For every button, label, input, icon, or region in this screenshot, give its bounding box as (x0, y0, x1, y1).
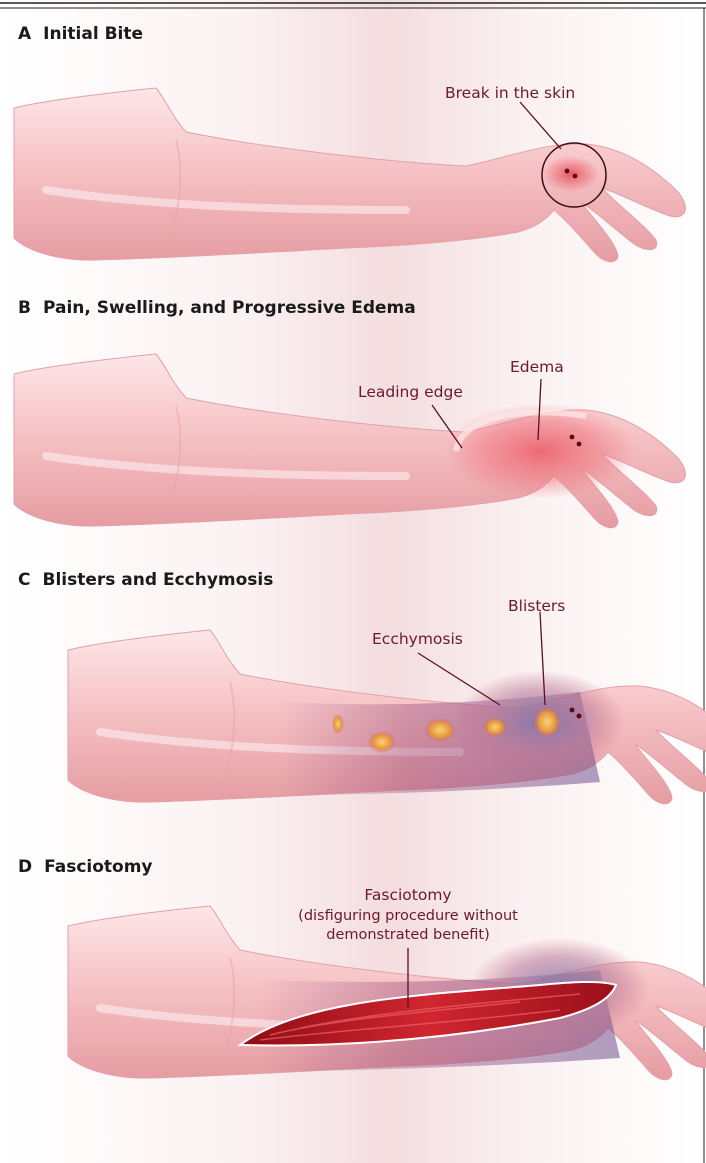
label-leading-edge: Leading edge (358, 383, 463, 401)
blister (424, 718, 456, 742)
blister (368, 731, 396, 753)
label-edema: Edema (510, 358, 564, 376)
fang-mark-icon (577, 442, 582, 447)
label-ecchymosis: Ecchymosis (372, 630, 463, 648)
fang-mark-icon (573, 174, 578, 179)
blister (533, 706, 561, 738)
fang-mark-icon (565, 169, 570, 174)
label-fasciotomy: Fasciotomy (364, 886, 451, 904)
label-fasciotomy-note-2: demonstrated benefit) (326, 927, 490, 943)
blister (332, 714, 344, 734)
label-fasciotomy-note-1: (disfiguring procedure without (298, 908, 518, 924)
edema-swelling (446, 403, 636, 499)
bite-wound-glow (543, 156, 599, 192)
fang-mark-icon (570, 708, 575, 713)
label-break-in-skin: Break in the skin (445, 84, 575, 102)
blister (483, 717, 507, 737)
fang-mark-icon (577, 714, 582, 719)
label-blisters: Blisters (508, 597, 565, 615)
fang-mark-icon (570, 435, 575, 440)
